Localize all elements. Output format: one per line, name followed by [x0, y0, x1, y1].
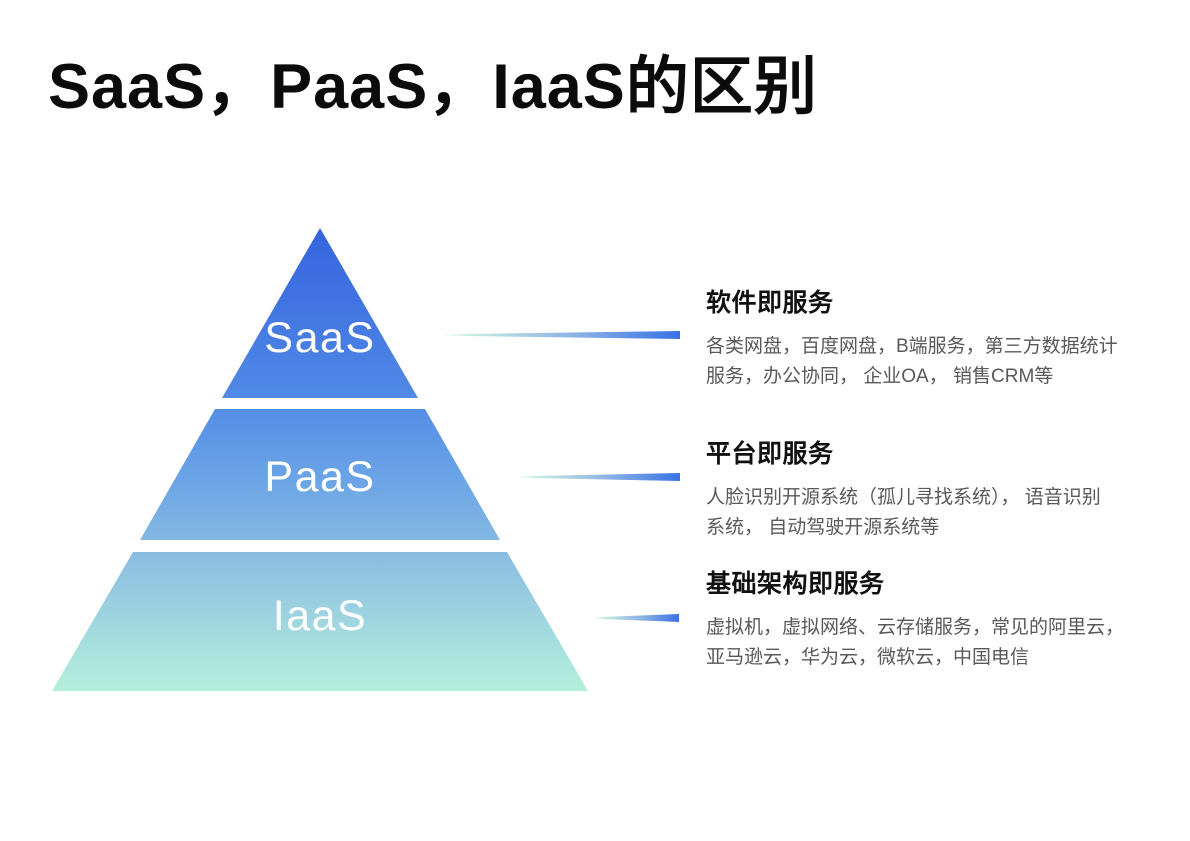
section-saas: 软件即服务 各类网盘，百度网盘，B端服务，第三方数据统计 服务，办公协同， 企业… [706, 283, 1146, 392]
section-heading: 基础架构即服务 [706, 570, 885, 598]
section-body-line: 人脸识别开源系统（孤儿寻找系统）， 语音识别 [706, 487, 1101, 508]
section-heading: 平台即服务 [706, 440, 834, 468]
section-heading: 软件即服务 [706, 289, 834, 317]
connector-line-paas [515, 473, 680, 481]
pyramid-label-iaas: IaaS [273, 592, 367, 640]
pyramid-layer-paas [140, 409, 500, 540]
section-body-line: 亚马逊云，华为云，微软云，中国电信 [706, 647, 1030, 668]
pyramid-label-paas: PaaS [264, 453, 375, 501]
pyramid-label-saas: SaaS [264, 314, 375, 362]
section-paas: 平台即服务 人脸识别开源系统（孤儿寻找系统）， 语音识别 系统， 自动驾驶开源系… [706, 434, 1146, 543]
connector-line-iaas [593, 614, 679, 622]
section-body-line: 服务，办公协同， 企业OA， 销售CRM等 [706, 366, 1054, 387]
page-title: SaaS，PaaS，IaaS的区别 [48, 52, 818, 122]
section-iaas: 基础架构即服务 虚拟机，虚拟网络、云存储服务，常见的阿里云， 亚马逊云，华为云，… [706, 564, 1146, 673]
pyramid-layer-saas [222, 228, 418, 398]
pyramid-layer-iaas [52, 552, 588, 691]
pyramid-diagram: SaaS PaaS IaaS [52, 228, 588, 691]
section-body-line: 系统， 自动驾驶开源系统等 [706, 517, 940, 538]
section-body-line: 虚拟机，虚拟网络、云存储服务，常见的阿里云， [706, 617, 1125, 638]
connector-line-saas [440, 331, 680, 339]
section-body-line: 各类网盘，百度网盘，B端服务，第三方数据统计 [706, 336, 1118, 357]
